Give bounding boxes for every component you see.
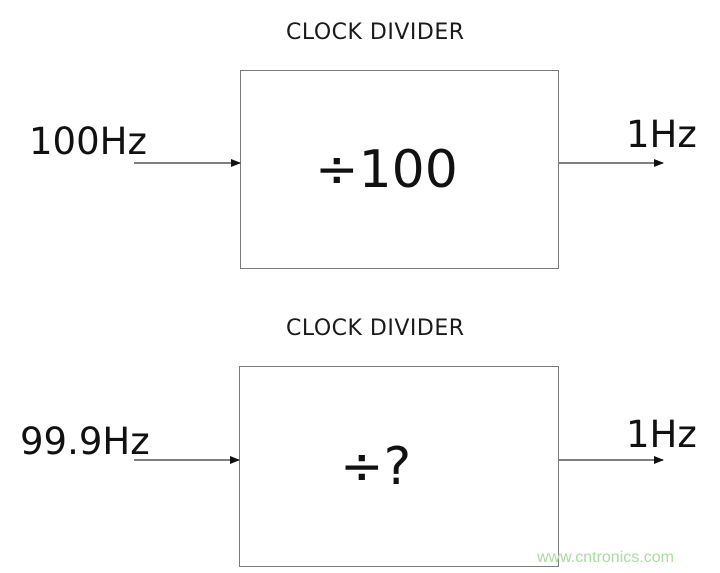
top-input-label: 100Hz — [29, 120, 147, 163]
top-output-label: 1Hz — [626, 113, 697, 156]
bottom-divider-operation: ÷? — [340, 437, 412, 497]
bottom-divider-title: CLOCK DIVIDER — [286, 316, 465, 341]
bottom-input-label: 99.9Hz — [20, 420, 150, 463]
bottom-output-label: 1Hz — [626, 413, 697, 456]
top-divider-box — [240, 70, 559, 269]
watermark: www.cntronics.com — [537, 549, 674, 566]
top-divider-title: CLOCK DIVIDER — [286, 20, 465, 45]
top-divider-operation: ÷100 — [315, 140, 458, 200]
bottom-divider-box — [239, 366, 559, 567]
